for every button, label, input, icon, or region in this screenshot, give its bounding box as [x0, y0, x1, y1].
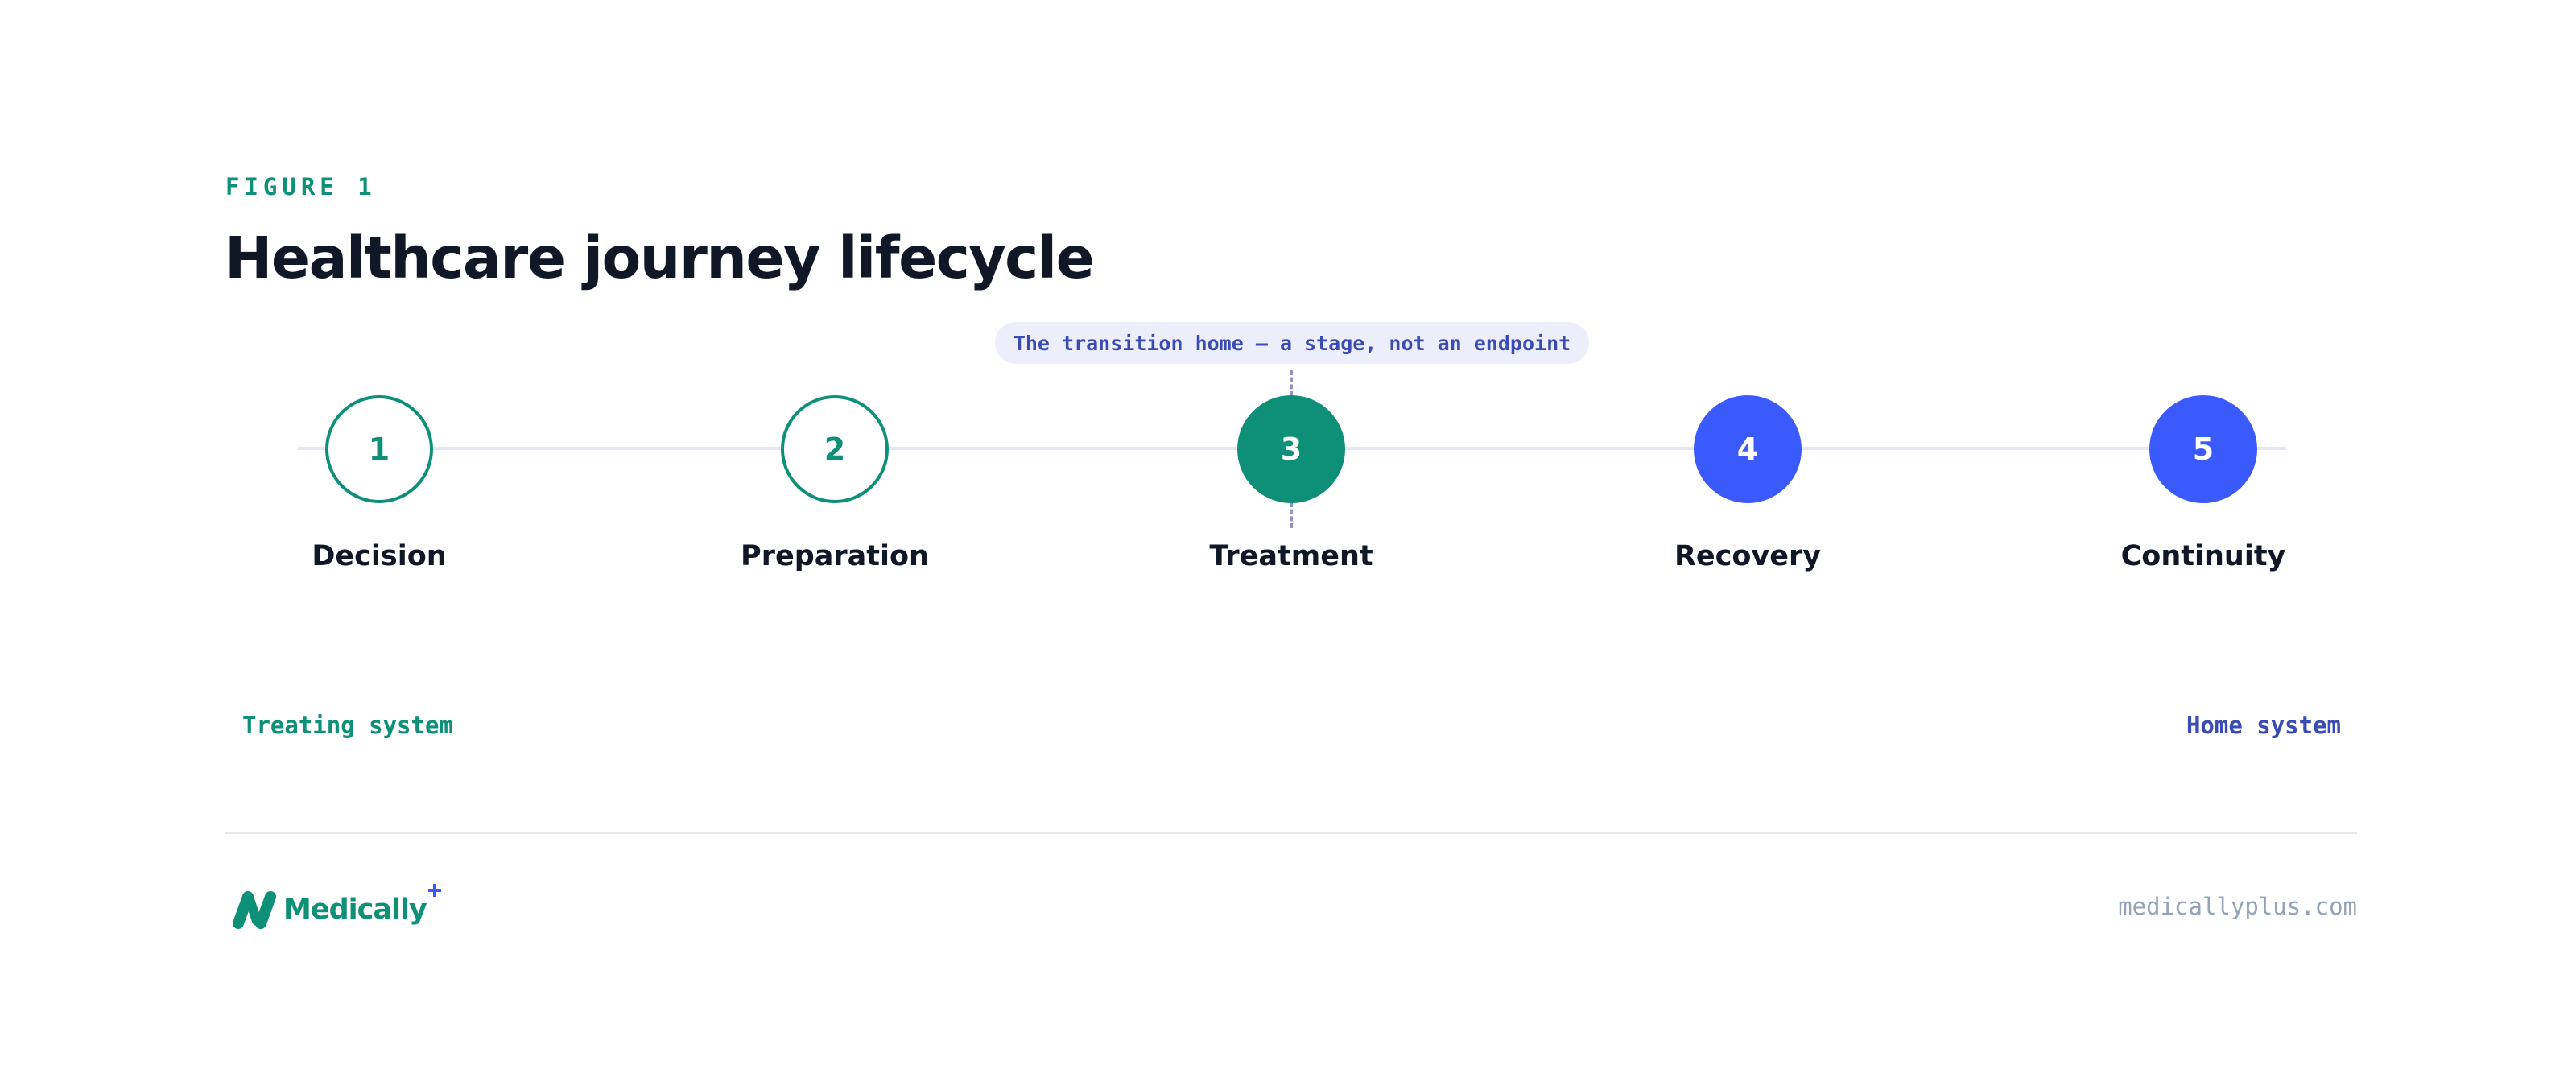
stage-continuity: 5 Continuity: [2042, 395, 2364, 574]
callout-connector-bottom: [1290, 502, 1293, 528]
stage-name: Decision: [312, 540, 447, 572]
diagram-title: Healthcare journey lifecycle: [225, 225, 1095, 291]
brand-logo: Medically: [230, 884, 441, 934]
stage-number-circle: 4: [1694, 395, 1802, 503]
stage-number-circle: 3: [1237, 395, 1345, 503]
home-system-label: Home system: [2186, 712, 2341, 739]
callout-connector-top: [1290, 370, 1293, 396]
stage-preparation: 2 Preparation: [674, 395, 996, 574]
stage-name: Treatment: [1209, 540, 1373, 572]
transition-callout: The transition home — a stage, not an en…: [995, 322, 1589, 364]
treating-system-label: Treating system: [242, 712, 453, 739]
stage-treatment: 3 Treatment: [1130, 395, 1452, 574]
stage-recovery: 4 Recovery: [1587, 395, 1909, 574]
stage-name: Preparation: [741, 540, 929, 572]
stage-number-circle: 5: [2149, 395, 2257, 503]
footer-divider: [225, 832, 2357, 834]
brand-name: Medically: [283, 894, 427, 926]
figure-label: FIGURE 1: [225, 173, 377, 200]
stage-name: Continuity: [2120, 540, 2286, 572]
plus-icon: [427, 884, 441, 897]
medically-logo-icon: [233, 891, 276, 929]
stage-number-circle: 1: [325, 395, 433, 503]
stage-name: Recovery: [1674, 540, 1822, 572]
stage-decision: 1 Decision: [218, 395, 540, 574]
website-url: medicallyplus.com: [2118, 893, 2357, 920]
stage-number-circle: 2: [781, 395, 889, 503]
